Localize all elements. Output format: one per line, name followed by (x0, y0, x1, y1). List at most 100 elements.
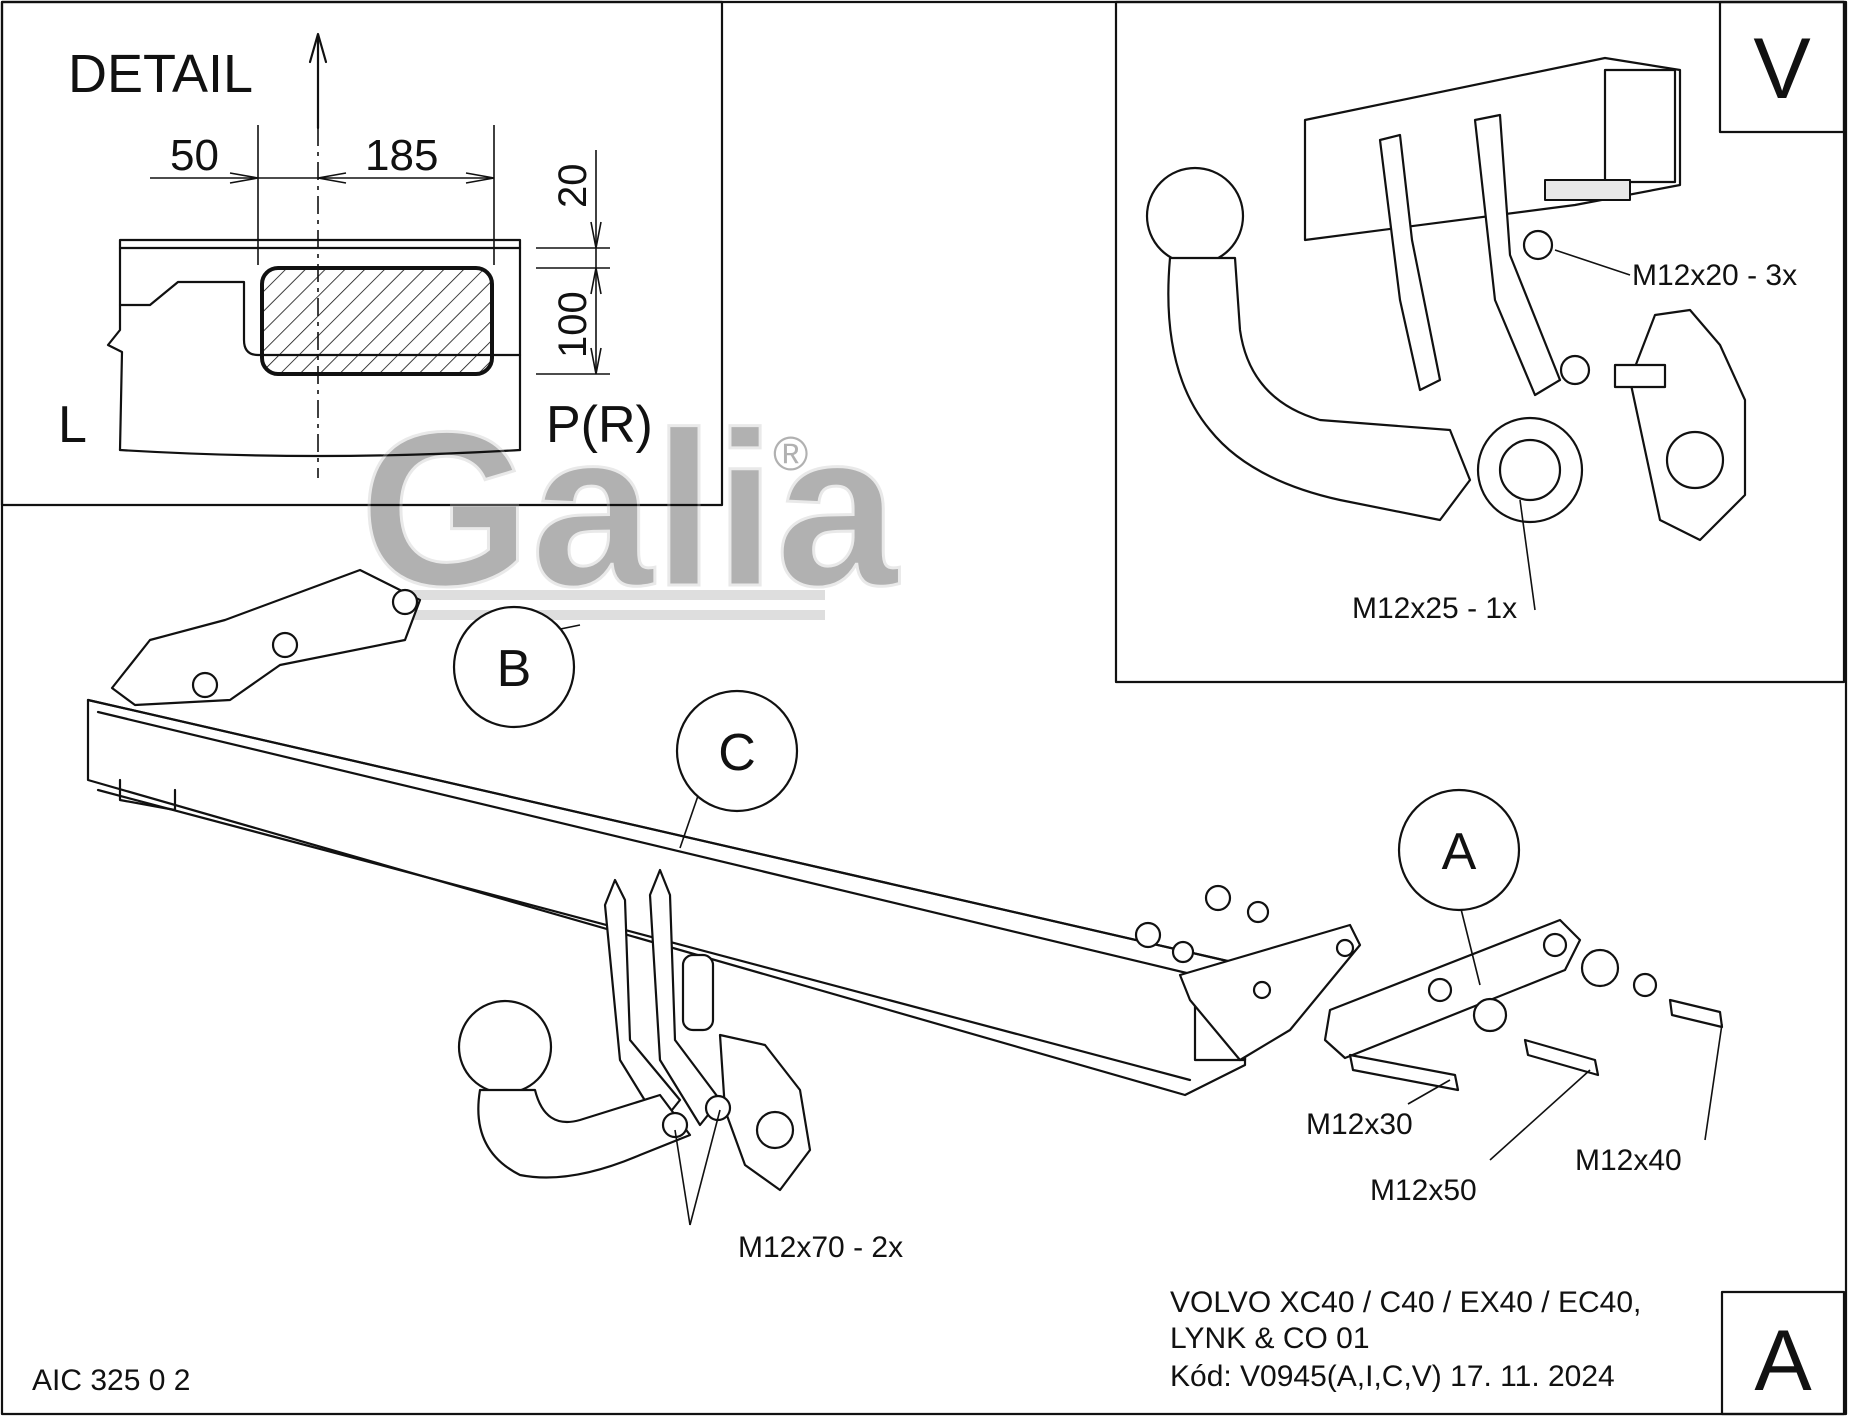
callout-b-circle (452, 605, 576, 729)
nut-icon (1134, 921, 1162, 949)
title-block: VOLVO XC40 / C40 / EX40 / EC40, LYNK & C… (32, 1286, 1846, 1416)
crossbar-inner-edge (96, 710, 1197, 977)
side-right-label: P(R) (546, 396, 653, 454)
bolt-m12x70-label: M12x70 - 2x (738, 1231, 903, 1264)
nut-icon (661, 1111, 689, 1139)
callout-a-circle (1397, 788, 1521, 912)
washer-icon (1246, 900, 1270, 924)
towbar-neck-main (477, 1088, 692, 1179)
watermark-underline (370, 610, 825, 620)
side-bracket-b (110, 568, 422, 707)
arrow-head-icon (308, 32, 328, 64)
side-left-label: L (58, 396, 87, 454)
registered-icon: ® (773, 428, 808, 481)
dim-arrow (229, 172, 259, 184)
towbar-bracket-left (603, 878, 682, 1127)
inset-v-frame (1114, 0, 1846, 684)
inset-v-corner-box (1718, 0, 1846, 134)
washer-icon (1580, 948, 1620, 988)
dim-arrow (465, 172, 495, 184)
title-corner-box (1720, 1290, 1846, 1416)
bolt-m12x30 (1348, 1053, 1460, 1092)
leader-line (1489, 1069, 1591, 1161)
dim-arrow (317, 172, 347, 184)
socket-plate-hole (1665, 430, 1725, 490)
bracket-plate-right (1473, 113, 1562, 397)
socket-plate-main (718, 1033, 812, 1192)
inset-v-corner-label: V (1753, 21, 1810, 117)
inset-v-panel: V M12x20 - 3x M12x25 - 1x (1114, 0, 1846, 684)
title-corner-label: A (1754, 1313, 1812, 1409)
crossbar-bottom-edge (96, 788, 1192, 1082)
bolt-m12x20-label: M12x20 - 3x (1632, 259, 1797, 292)
towball-sphere-main (457, 999, 553, 1095)
nut-icon (1204, 884, 1232, 912)
bumper-bottom (118, 448, 522, 458)
towbar-bracket-right (648, 868, 722, 1127)
nut-icon (391, 588, 419, 616)
dim-100-label: 100 (551, 291, 595, 358)
leader-line (1407, 1079, 1451, 1105)
nut-icon (191, 671, 219, 699)
dim-185-label: 185 (365, 131, 438, 180)
washer-icon (1472, 997, 1508, 1033)
leader-line (1519, 499, 1536, 611)
washer-icon (1632, 972, 1658, 998)
leader-line (689, 1109, 721, 1226)
bolt-head-icon (1559, 354, 1591, 386)
socket-inner (1498, 438, 1562, 502)
callout-c-circle (675, 689, 799, 813)
detail-frame (0, 0, 724, 507)
main-assembly: B C A M12x70 - 2x M12x30 M12x50 M12x40 (86, 568, 1724, 1264)
watermark-text: Galia (360, 386, 900, 632)
callout-c-label: C (718, 724, 756, 782)
towball-sphere (1145, 166, 1245, 266)
cable-clip (681, 953, 715, 1032)
dim-50-label: 50 (170, 131, 219, 180)
detail-panel: DETAIL 50 185 20 (0, 0, 724, 507)
bolt-m12x30-label: M12x30 (1306, 1108, 1413, 1141)
vehicle-line-1: VOLVO XC40 / C40 / EX40 / EC40, (1170, 1286, 1641, 1319)
crossbar-top-edge (86, 698, 1247, 967)
callout-a-label: A (1442, 823, 1477, 881)
crossbar-tube-opening (1603, 68, 1677, 184)
dim-arrow (590, 267, 602, 295)
dim-arrow (590, 221, 602, 249)
code-line: Kód: V0945(A,I,C,V) 17. 11. 2024 (1170, 1360, 1615, 1393)
crossbar-end-tab (118, 778, 177, 812)
bumper-outline (118, 238, 522, 357)
bolt-hole-icon (1252, 980, 1272, 1000)
washer-icon (1171, 940, 1195, 964)
bolt-m12x40 (1668, 998, 1724, 1029)
nut-icon (271, 631, 299, 659)
galia-watermark: Galia ® (359, 385, 902, 634)
spring-bolt (1613, 363, 1667, 389)
callout-b-label: B (497, 640, 532, 698)
bolt-m12x25-label: M12x25 - 1x (1352, 592, 1517, 625)
dim-20-label: 20 (551, 164, 595, 209)
bracket-plate-left (1378, 133, 1442, 392)
side-plate-a (1323, 918, 1582, 1060)
plate-hole-icon (1542, 932, 1568, 958)
bolt-m12x50 (1523, 1038, 1600, 1077)
socket-plate-hole-main (755, 1110, 795, 1150)
bolt-m12x50-label: M12x50 (1370, 1174, 1477, 1207)
plate-hole-icon (1427, 977, 1453, 1003)
leader-line (1704, 1023, 1723, 1141)
dim-arrow (590, 347, 602, 375)
bolt-head-icon (1522, 229, 1554, 261)
bumper-break-left (106, 303, 124, 452)
leader-line (679, 789, 701, 849)
connector-plate (1544, 179, 1631, 201)
bolt-hole-icon (1335, 938, 1355, 958)
cutout-hatched (260, 266, 494, 376)
leader-line (1459, 904, 1481, 986)
drawing-number: AIC 325 0 2 (32, 1364, 190, 1397)
leader-line (1554, 249, 1631, 276)
vehicle-line-2: LYNK & CO 01 (1170, 1322, 1370, 1355)
detail-title: DETAIL (68, 44, 253, 104)
towbar-neck (1167, 256, 1472, 522)
